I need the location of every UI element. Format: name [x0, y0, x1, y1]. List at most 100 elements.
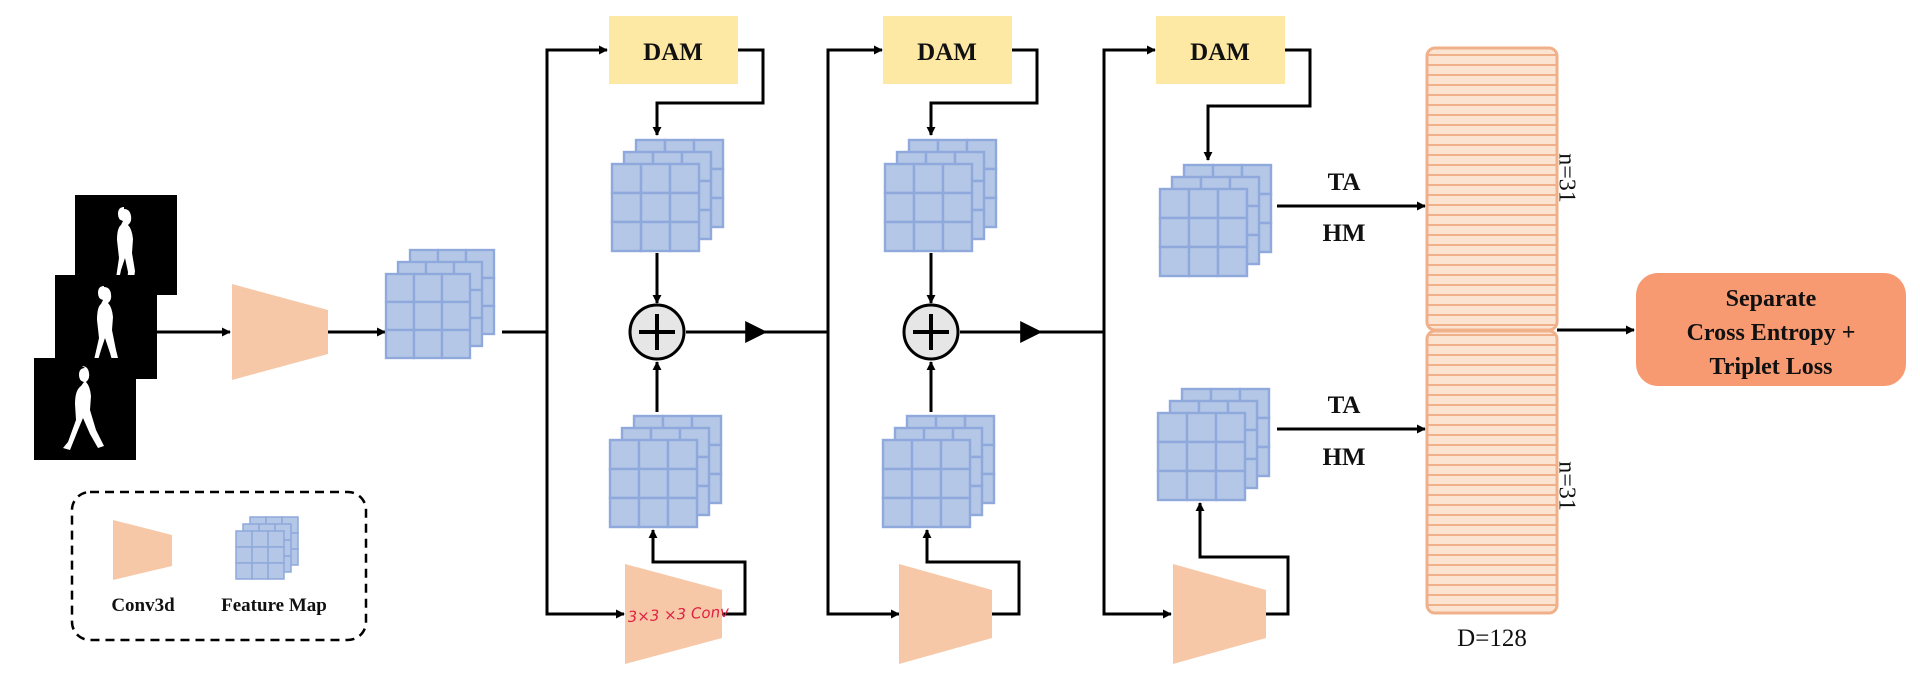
silhouette-frame-3	[34, 358, 136, 460]
feature-map-cell	[412, 272, 444, 304]
conv3d-stage3	[1173, 564, 1266, 664]
feature-map-cell	[666, 496, 699, 529]
feature-map-layer	[608, 438, 699, 529]
feature-map-cell	[1214, 440, 1247, 473]
feature-map-cell	[941, 220, 974, 253]
arrow-conv3-to-grid	[1195, 502, 1290, 616]
feature-map-layer	[1156, 411, 1247, 502]
dam-module-1: DAM	[609, 16, 738, 84]
arrow-stage3-to-conv	[1102, 332, 1172, 619]
feature-map-cell	[1158, 216, 1191, 249]
arrow-stage3-to-dam	[1102, 45, 1156, 332]
feature-map-cell	[1156, 411, 1189, 444]
feature-map-layer	[384, 272, 472, 360]
feature-map-cell	[1156, 440, 1189, 473]
feature-map-cell	[412, 328, 444, 360]
hm-label-bottom: HM	[1322, 444, 1365, 471]
feature-map-cell	[267, 530, 285, 548]
feature-map-cell	[440, 328, 472, 360]
feature-map-cell	[1187, 216, 1220, 249]
legend: Conv3d Feature Map	[70, 490, 368, 642]
dimension-label: D=128	[1457, 625, 1527, 652]
feature-map-cell	[881, 467, 914, 500]
dam-label: DAM	[1190, 39, 1250, 66]
feature-map-cell	[610, 220, 643, 253]
feature-map-cell	[267, 562, 285, 580]
conv3d-stage2	[899, 564, 992, 664]
feature-map-cell	[608, 467, 641, 500]
conv3d-blocks	[232, 284, 1266, 664]
conv3d-input	[232, 284, 328, 380]
feature-map-layer	[881, 438, 972, 529]
conv-annotation: 3×3 ×3 Conv	[627, 603, 730, 626]
loss-line-2: Cross Entropy +	[1687, 320, 1856, 346]
feature-map-cell	[883, 220, 916, 253]
feature-map-cell	[1158, 187, 1191, 220]
feature-map-cell	[637, 438, 670, 471]
feature-map-cell	[1216, 216, 1249, 249]
ta-label-bottom: TA	[1328, 392, 1361, 419]
feature-map-layer	[883, 162, 974, 253]
feature-map-cell	[235, 562, 253, 580]
arrow-dam3-to-grid	[1203, 48, 1312, 161]
feature-map-cell	[412, 300, 444, 332]
feature-map-cell	[639, 191, 672, 224]
legend-feature-map-label: Feature Map	[221, 595, 327, 616]
feature-map-stage3-top	[1158, 163, 1273, 278]
connection-lines	[157, 45, 1635, 619]
conv3d-stage1	[625, 564, 722, 664]
feature-map-cell	[1158, 245, 1191, 278]
feature-map-cell	[912, 191, 945, 224]
feature-map-cell	[440, 272, 472, 304]
feature-map-cell	[1185, 469, 1218, 502]
feature-map-cell	[939, 438, 972, 471]
feature-map-cell	[912, 220, 945, 253]
horizontal-strips-bottom	[1425, 329, 1559, 615]
feature-map-cell	[941, 191, 974, 224]
feature-map-cell	[666, 467, 699, 500]
arrow-conv1-to-grid	[648, 529, 747, 616]
feature-map-cell	[881, 496, 914, 529]
feature-map-cell	[1187, 187, 1220, 220]
arrow-dam2-to-grid	[926, 48, 1039, 136]
feature-map-cell	[1216, 245, 1249, 278]
feature-map-cell	[910, 467, 943, 500]
dam-module-2: DAM	[883, 16, 1012, 84]
feature-map-cell	[440, 300, 472, 332]
sum-node-1	[628, 303, 686, 361]
feature-map-cell	[1214, 411, 1247, 444]
feature-map-cell	[668, 191, 701, 224]
feature-map-stage1-bottom	[608, 414, 723, 529]
feature-map-cell	[251, 562, 269, 580]
legend-feature-map-icon	[235, 516, 299, 580]
input-silhouettes	[34, 195, 177, 460]
feature-map-stage3-bottom	[1156, 387, 1271, 502]
feature-map-cell	[1187, 245, 1220, 278]
loss-box: Separate Cross Entropy + Triplet Loss	[1636, 273, 1906, 386]
feature-map-cell	[235, 546, 253, 564]
feature-map-cell	[912, 162, 945, 195]
feature-map-cell	[1185, 411, 1218, 444]
n-label-top: n=31	[1553, 153, 1579, 203]
arrow-stage1-to-dam	[545, 45, 608, 332]
feature-map-cell	[608, 496, 641, 529]
arrow-stage1-to-conv	[545, 332, 625, 619]
feature-map-cell	[235, 530, 253, 548]
feature-map-cell	[384, 328, 416, 360]
feature-map-cell	[1185, 440, 1218, 473]
legend-conv3d-icon	[113, 520, 172, 580]
feature-map-cell	[639, 220, 672, 253]
arrow-conv2-to-grid	[922, 529, 1021, 616]
feature-map-cell	[939, 467, 972, 500]
arrow-stage2-to-dam	[826, 45, 883, 332]
feature-map-cell	[910, 438, 943, 471]
feature-map-cell	[384, 300, 416, 332]
ta-label-top: TA	[1328, 169, 1361, 196]
feature-map-cell	[637, 496, 670, 529]
feature-map-layer	[1158, 187, 1249, 278]
n-label-bottom: n=31	[1553, 461, 1579, 511]
feature-map-cell	[1214, 469, 1247, 502]
feature-map-layer	[610, 162, 701, 253]
dam-label: DAM	[643, 39, 703, 66]
